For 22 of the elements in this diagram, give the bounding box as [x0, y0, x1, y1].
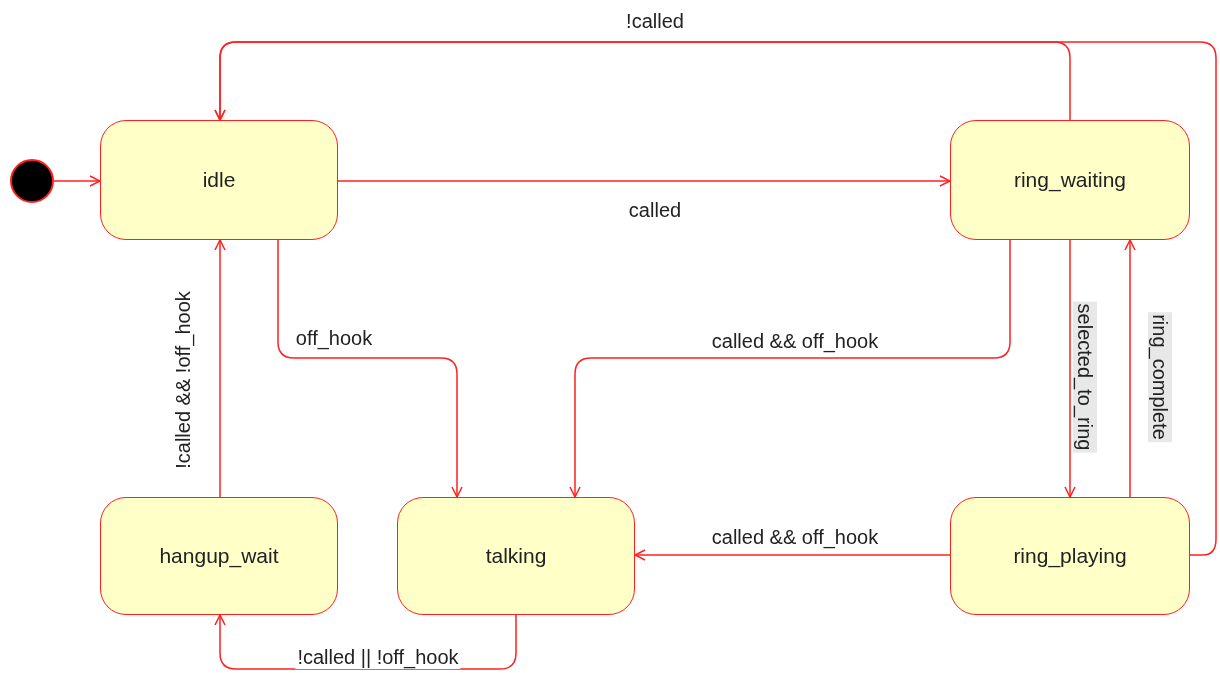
- state-name: talking: [485, 543, 547, 570]
- edge-label: selected_to_ring: [1073, 301, 1097, 453]
- transition-arrow: [569, 239, 1011, 498]
- state-box: [950, 497, 1190, 615]
- state-box: [397, 497, 635, 615]
- transition-arrow: [277, 239, 463, 498]
- transition-arrow: [337, 175, 951, 187]
- state-name: hangup_wait: [159, 543, 279, 570]
- transition-arrow: [53, 175, 101, 187]
- state-name: idle: [202, 167, 236, 194]
- state-box: [100, 120, 338, 240]
- transition-arrow: [634, 549, 951, 561]
- state-name: ring_playing: [1013, 543, 1127, 570]
- state-box: [100, 497, 338, 615]
- transition-arrow: [1064, 239, 1076, 498]
- transition-arrow: [1124, 239, 1136, 498]
- transition-arrow: [214, 614, 517, 670]
- edge-label: ring_complete: [1148, 312, 1172, 442]
- state-name: ring_waiting: [1013, 167, 1127, 194]
- state-box: [950, 120, 1190, 240]
- transition-arrow: [214, 239, 226, 498]
- transition-arrow: [214, 41, 1217, 556]
